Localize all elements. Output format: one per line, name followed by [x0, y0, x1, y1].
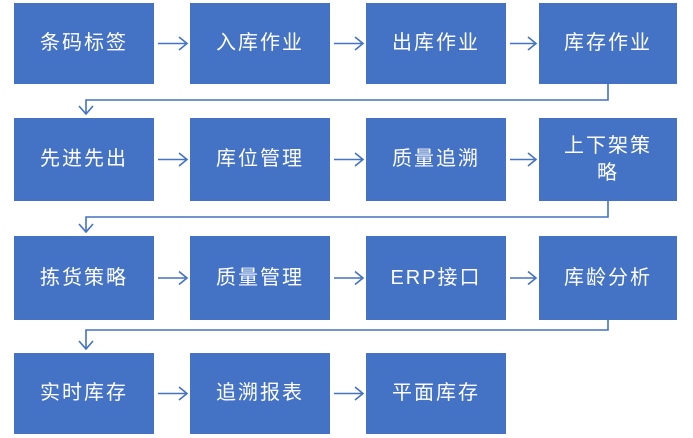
arrow-right-icon	[334, 152, 365, 167]
node-inventory-operation: 库存作业	[539, 3, 677, 84]
arrow-right-icon	[510, 36, 538, 51]
arrow-right-icon	[334, 386, 365, 401]
node-quality-management: 质量管理	[190, 236, 330, 320]
node-fifo: 先进先出	[14, 118, 154, 201]
node-traceability-report: 追溯报表	[190, 353, 330, 434]
arrow-right-icon	[158, 270, 189, 286]
node-location-management: 库位管理	[190, 118, 330, 201]
node-quality-traceability: 质量追溯	[366, 118, 506, 201]
node-erp-interface: ERP接口	[366, 236, 506, 320]
node-realtime-inventory: 实时库存	[14, 353, 154, 434]
arrow-right-icon	[510, 152, 538, 167]
node-barcode-label: 条码标签	[14, 3, 154, 84]
node-inbound-operation: 入库作业	[190, 3, 330, 84]
arrow-right-icon	[158, 36, 189, 51]
arrow-right-icon	[510, 270, 538, 286]
connector-row3-row4	[78, 320, 609, 351]
node-plane-inventory: 平面库存	[366, 353, 506, 434]
connector-row2-row3	[78, 201, 609, 234]
node-picking-strategy: 拣货策略	[14, 236, 154, 320]
node-inventory-aging: 库龄分析	[539, 236, 677, 320]
arrow-right-icon	[158, 152, 189, 167]
arrow-right-icon	[334, 270, 365, 286]
arrow-right-icon	[158, 386, 189, 401]
arrow-right-icon	[334, 36, 365, 51]
node-outbound-operation: 出库作业	[366, 3, 506, 84]
node-shelving-strategy: 上下架策略	[539, 118, 677, 201]
connector-row1-row2	[78, 84, 609, 116]
